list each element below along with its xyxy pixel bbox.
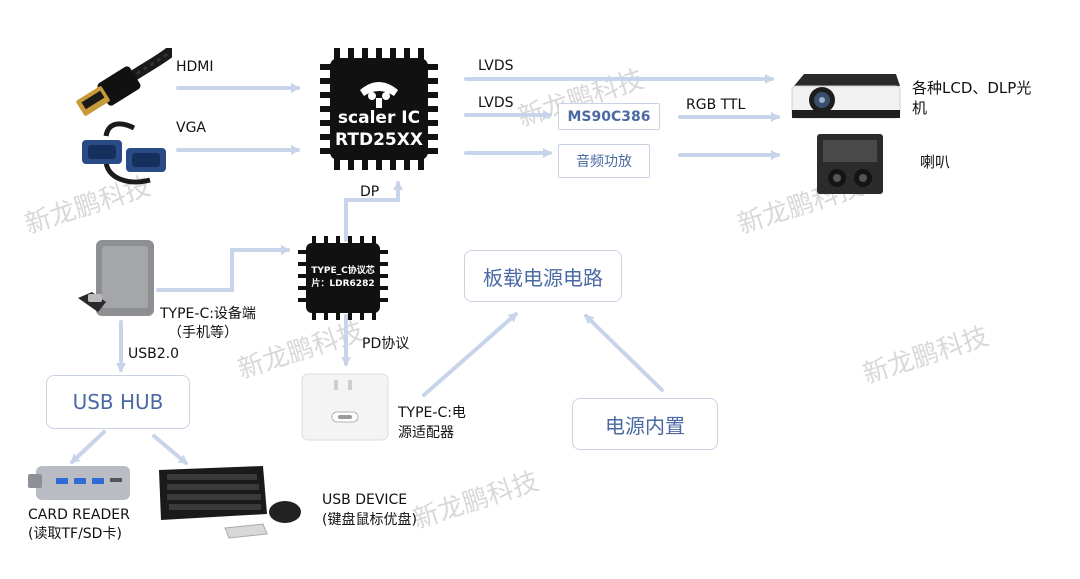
vga-cable-icon — [82, 121, 166, 185]
card-reader-icon — [28, 466, 130, 500]
arrow-hub-cardreader — [70, 430, 106, 464]
power-adapter-icon — [301, 373, 389, 441]
hdmi-cable-icon — [76, 48, 172, 116]
scaler-ic-label: scaler IC — [337, 108, 421, 128]
scaler-model-label: RTD25XX — [335, 130, 423, 150]
speaker-label: 喇叭 — [920, 153, 951, 171]
power-builtin-box: 电源内置 — [572, 398, 718, 450]
projector-icon — [791, 74, 901, 119]
usb-device-icon — [159, 466, 301, 539]
ms90c386-box: MS90C386 — [558, 103, 660, 130]
usb-device-label-line2: (键盘鼠标优盘) — [322, 512, 417, 528]
arrow-adapter-power — [422, 312, 518, 397]
adapter-label-line2: 源适配器 — [398, 425, 454, 441]
scaler-ic-chip: scaler IC RTD25XX — [320, 48, 438, 170]
usb-hub-box: USB HUB — [46, 375, 190, 429]
audio-amp-box: 音频功放 — [558, 144, 650, 178]
typec-chip-label-line1: TYPE_C协议芯 — [311, 266, 375, 276]
dp-label: DP — [360, 184, 380, 200]
chip-icon — [320, 48, 438, 170]
typec-protocol-chip: TYPE_C协议芯 片：LDR6282 — [298, 236, 388, 320]
arrow-dp — [344, 181, 403, 242]
projector-label-line2: 机 — [912, 99, 928, 117]
lvds-top-label: LVDS — [478, 58, 514, 74]
arrow-typec-device — [156, 245, 290, 292]
lvds-mid-label: LVDS — [478, 95, 514, 111]
typec-device-label-line2: （手机等） — [168, 325, 238, 341]
vga-label: VGA — [176, 120, 207, 136]
rgb-ttl-label: RGB TTL — [686, 97, 746, 113]
card-reader-label-line2: (读取TF/SD卡) — [28, 526, 122, 542]
typec-device-label-line1: TYPE-C:设备端 — [160, 306, 256, 322]
usb-device-label-line1: USB DEVICE — [322, 492, 408, 508]
arrow-builtin-power — [584, 314, 664, 392]
usb20-label: USB2.0 — [128, 346, 180, 362]
speaker-icon — [817, 134, 883, 194]
adapter-label-line1: TYPE-C:电 — [398, 405, 466, 421]
power-board-box: 板载电源电路 — [464, 250, 622, 302]
arrow-hub-usbdevice — [152, 434, 188, 465]
hdmi-label: HDMI — [176, 59, 214, 75]
typec-device-icon — [78, 240, 154, 316]
card-reader-label-line1: CARD READER — [28, 507, 130, 523]
typec-chip-label-line2: 片：LDR6282 — [311, 279, 375, 289]
chip-icon — [298, 236, 388, 320]
projector-label-line1: 各种LCD、DLP光 — [912, 79, 1032, 97]
pd-label: PD协议 — [362, 336, 410, 352]
